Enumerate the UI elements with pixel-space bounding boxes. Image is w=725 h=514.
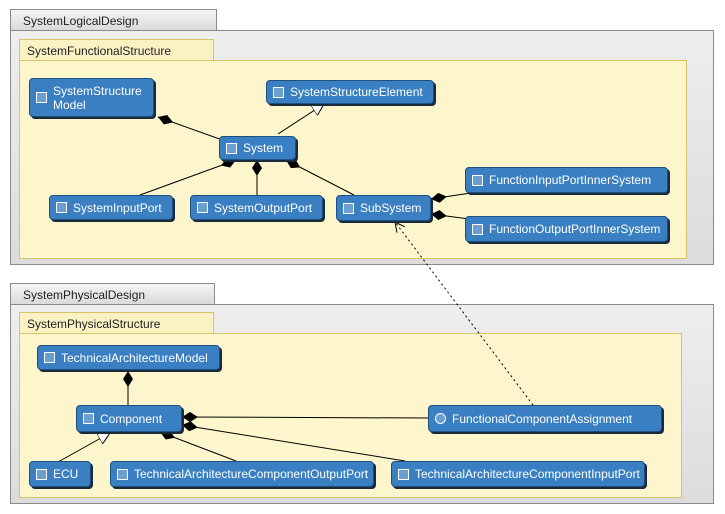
edge-subsystem-fipis — [430, 191, 478, 203]
component-icon — [83, 413, 94, 424]
node-component[interactable]: Component — [76, 405, 182, 432]
node-label: TechnicalArchitectureComponentOutputPort — [134, 467, 369, 481]
gear-icon — [435, 413, 446, 424]
node-label: FunctionOutputPortInnerSystem — [489, 222, 661, 236]
edge-component-tacip — [181, 421, 406, 462]
edge-system-subsystem — [285, 159, 355, 196]
functional-structure-tab[interactable]: SystemFunctionalStructure — [19, 39, 214, 61]
model-icon — [36, 92, 47, 103]
physical-structure-title: SystemPhysicalStructure — [27, 317, 161, 331]
port-icon — [398, 468, 409, 480]
edge-ssm-system — [157, 114, 229, 143]
node-label: Component — [100, 411, 163, 426]
node-label: SystemStructure Model — [53, 83, 142, 112]
port-icon — [197, 202, 208, 213]
edge-component-tacop — [159, 430, 237, 462]
edge-ecu-component — [57, 433, 110, 463]
node-subsystem[interactable]: SubSystem — [336, 195, 431, 221]
model-icon — [44, 352, 55, 363]
port-icon — [472, 174, 483, 186]
component-icon — [343, 202, 354, 214]
edge-system-sip — [139, 158, 237, 196]
node-ecu[interactable]: ECU — [29, 461, 91, 487]
edge-system-sse — [277, 104, 324, 135]
node-system-structure-element[interactable]: SystemStructureElement — [266, 80, 434, 104]
hierarchy-icon — [273, 86, 284, 98]
component-icon — [226, 142, 237, 154]
functional-structure-title: SystemFunctionalStructure — [27, 44, 172, 58]
node-label: TechnicalArchitectureComponentInputPort — [415, 467, 640, 481]
node-technical-architecture-component-output-port[interactable]: TechnicalArchitectureComponentOutputPort — [110, 461, 374, 487]
physical-package-title: SystemPhysicalDesign — [23, 288, 146, 302]
node-technical-architecture-component-input-port[interactable]: TechnicalArchitectureComponentInputPort — [391, 461, 645, 487]
node-label: SystemOutputPort — [214, 200, 313, 215]
node-label: FunctionalComponentAssignment — [452, 411, 633, 426]
node-label: FunctionInputPortInnerSystem — [489, 173, 652, 187]
port-icon — [117, 468, 128, 480]
node-technical-architecture-model[interactable]: TechnicalArchitectureModel — [37, 345, 220, 370]
node-label: SystemStructureElement — [290, 85, 423, 99]
node-label: SystemInputPort — [73, 200, 162, 215]
logical-package-tab[interactable]: SystemLogicalDesign — [10, 9, 217, 31]
node-function-input-port-inner-system[interactable]: FunctionInputPortInnerSystem — [465, 167, 668, 193]
port-icon — [56, 202, 67, 213]
node-system[interactable]: System — [219, 136, 296, 160]
node-label: TechnicalArchitectureModel — [61, 350, 208, 365]
edge-component-fca — [181, 412, 429, 423]
node-system-output-port[interactable]: SystemOutputPort — [190, 195, 323, 220]
edge-fca-subsystem — [395, 222, 534, 406]
node-label: ECU — [53, 467, 79, 481]
chip-icon — [36, 468, 47, 480]
node-system-structure-model[interactable]: SystemStructure Model — [29, 78, 154, 117]
node-function-output-port-inner-system[interactable]: FunctionOutputPortInnerSystem — [465, 216, 668, 242]
port-icon — [472, 223, 483, 235]
physical-structure-tab[interactable]: SystemPhysicalStructure — [19, 312, 214, 334]
node-system-input-port[interactable]: SystemInputPort — [49, 195, 173, 220]
node-label: System — [243, 141, 284, 155]
physical-package-tab[interactable]: SystemPhysicalDesign — [10, 283, 215, 305]
node-label: SubSystem — [360, 201, 422, 215]
logical-package-title: SystemLogicalDesign — [23, 14, 139, 28]
node-functional-component-assignment[interactable]: FunctionalComponentAssignment — [428, 405, 662, 432]
